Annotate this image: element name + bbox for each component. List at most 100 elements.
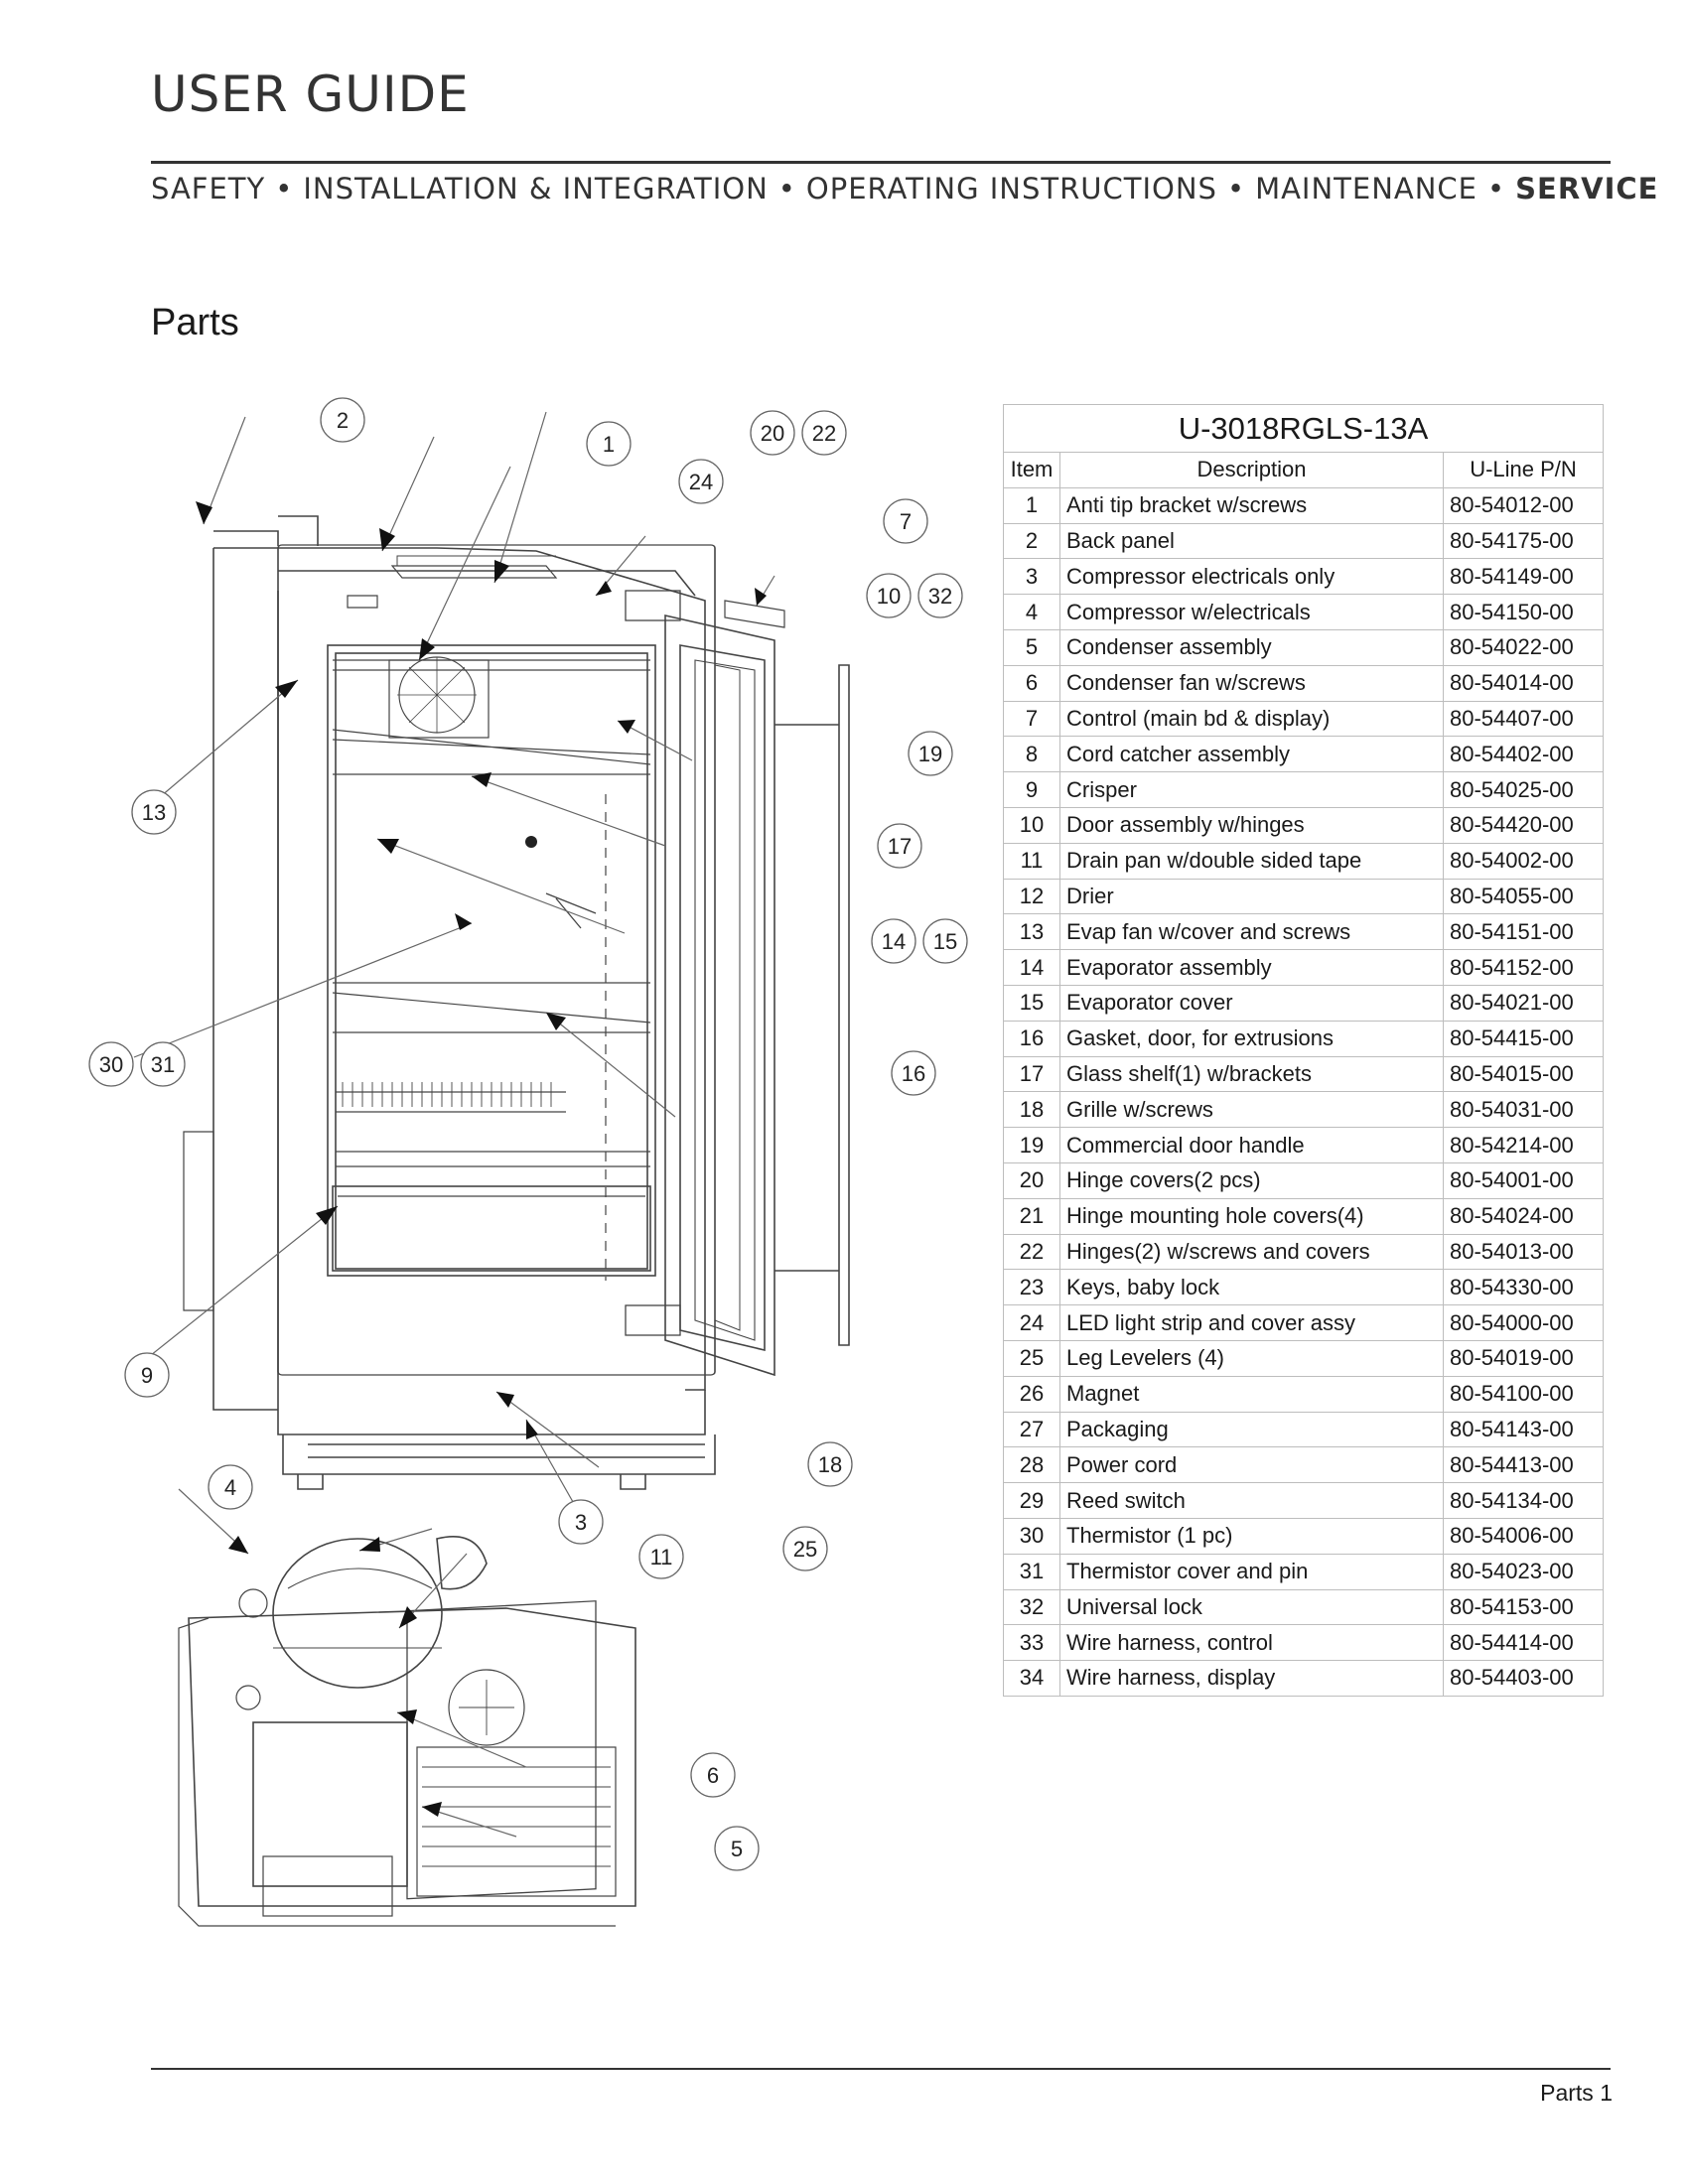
svg-text:4: 4 (224, 1475, 236, 1500)
part-description: Magnet (1059, 1375, 1444, 1413)
item-number: 5 (1003, 628, 1060, 666)
callout-25: 25 (782, 1526, 828, 1571)
part-description: Cord catcher assembly (1059, 736, 1444, 773)
part-description: Hinge covers(2 pcs) (1059, 1161, 1444, 1199)
part-description: Control (main bd & display) (1059, 700, 1444, 738)
callout-20: 20 (750, 410, 795, 456)
part-description: Drain pan w/double sided tape (1059, 842, 1444, 880)
part-description: Hinges(2) w/screws and covers (1059, 1233, 1444, 1271)
part-number: 80-54134-00 (1443, 1482, 1604, 1519)
part-description: Back panel (1059, 522, 1444, 560)
svg-text:30: 30 (99, 1052, 123, 1077)
part-description: Reed switch (1059, 1482, 1444, 1519)
svg-text:22: 22 (812, 421, 836, 446)
part-number: 80-54025-00 (1443, 771, 1604, 808)
callout-7: 7 (883, 498, 928, 544)
part-number: 80-54407-00 (1443, 700, 1604, 738)
svg-text:10: 10 (877, 584, 901, 609)
item-number: 11 (1003, 842, 1060, 880)
callout-4: 4 (208, 1464, 253, 1510)
svg-text:9: 9 (141, 1363, 153, 1388)
part-number: 80-54415-00 (1443, 1020, 1604, 1057)
nav-item-installation-integration: INSTALLATION & INTEGRATION (303, 172, 769, 205)
svg-text:20: 20 (761, 421, 784, 446)
page-label: Parts 1 (1540, 2080, 1613, 2106)
item-number: 22 (1003, 1233, 1060, 1271)
item-number: 28 (1003, 1446, 1060, 1484)
part-description: Wire harness, display (1059, 1660, 1444, 1697)
part-number: 80-54420-00 (1443, 806, 1604, 844)
part-description: Evap fan w/cover and screws (1059, 913, 1444, 951)
callout-labels: 1 2 3 4 5 6 7 9 10 11 13 14 15 16 17 18 … (88, 397, 968, 1871)
column-header-description: Description (1059, 452, 1444, 488)
part-number: 80-54014-00 (1443, 664, 1604, 702)
part-description: Packaging (1059, 1411, 1444, 1448)
item-number: 24 (1003, 1304, 1060, 1341)
item-number: 18 (1003, 1091, 1060, 1129)
part-number: 80-54013-00 (1443, 1233, 1604, 1271)
item-number: 34 (1003, 1660, 1060, 1697)
item-number: 23 (1003, 1269, 1060, 1306)
item-number: 27 (1003, 1411, 1060, 1448)
part-number: 80-54055-00 (1443, 878, 1604, 915)
callout-14: 14 (871, 918, 916, 964)
item-number: 17 (1003, 1055, 1060, 1093)
part-number: 80-54152-00 (1443, 949, 1604, 986)
part-description: Glass shelf(1) w/brackets (1059, 1055, 1444, 1093)
part-number: 80-54024-00 (1443, 1197, 1604, 1235)
nav-item-service: SERVICE (1515, 172, 1659, 205)
part-number: 80-54012-00 (1443, 486, 1604, 524)
callout-24: 24 (678, 459, 724, 504)
svg-text:32: 32 (928, 584, 952, 609)
svg-text:15: 15 (933, 929, 957, 954)
part-description: Grille w/screws (1059, 1091, 1444, 1129)
part-number: 80-54000-00 (1443, 1304, 1604, 1341)
item-number: 14 (1003, 949, 1060, 986)
svg-text:11: 11 (650, 1545, 673, 1570)
part-number: 80-54021-00 (1443, 984, 1604, 1022)
part-description: Evaporator cover (1059, 984, 1444, 1022)
parts-table: U-3018RGLS-13A Item Description U-Line P… (1003, 404, 1604, 1697)
part-number: 80-54001-00 (1443, 1161, 1604, 1199)
item-number: 32 (1003, 1588, 1060, 1626)
part-number: 80-54150-00 (1443, 594, 1604, 630)
callout-1: 1 (586, 421, 632, 467)
item-number: 21 (1003, 1197, 1060, 1235)
item-number: 33 (1003, 1624, 1060, 1662)
part-number: 80-54413-00 (1443, 1446, 1604, 1484)
item-number: 6 (1003, 664, 1060, 702)
svg-text:7: 7 (900, 509, 912, 534)
item-number: 19 (1003, 1127, 1060, 1163)
part-number: 80-54149-00 (1443, 558, 1604, 596)
callout-17: 17 (877, 823, 922, 869)
item-number: 30 (1003, 1517, 1060, 1555)
model-number: U-3018RGLS-13A (1003, 404, 1604, 453)
svg-text:19: 19 (918, 742, 942, 766)
nav-separator: • (777, 172, 796, 205)
svg-text:2: 2 (337, 408, 349, 433)
item-number: 25 (1003, 1339, 1060, 1377)
part-number: 80-54151-00 (1443, 913, 1604, 951)
part-description: Power cord (1059, 1446, 1444, 1484)
item-number: 2 (1003, 522, 1060, 560)
svg-text:31: 31 (151, 1052, 175, 1077)
item-number: 1 (1003, 486, 1060, 524)
part-description: Anti tip bracket w/screws (1059, 486, 1444, 524)
part-number: 80-54031-00 (1443, 1091, 1604, 1129)
item-number: 15 (1003, 984, 1060, 1022)
compressor-assembly-drawing (178, 1535, 636, 1927)
part-number: 80-54402-00 (1443, 736, 1604, 773)
